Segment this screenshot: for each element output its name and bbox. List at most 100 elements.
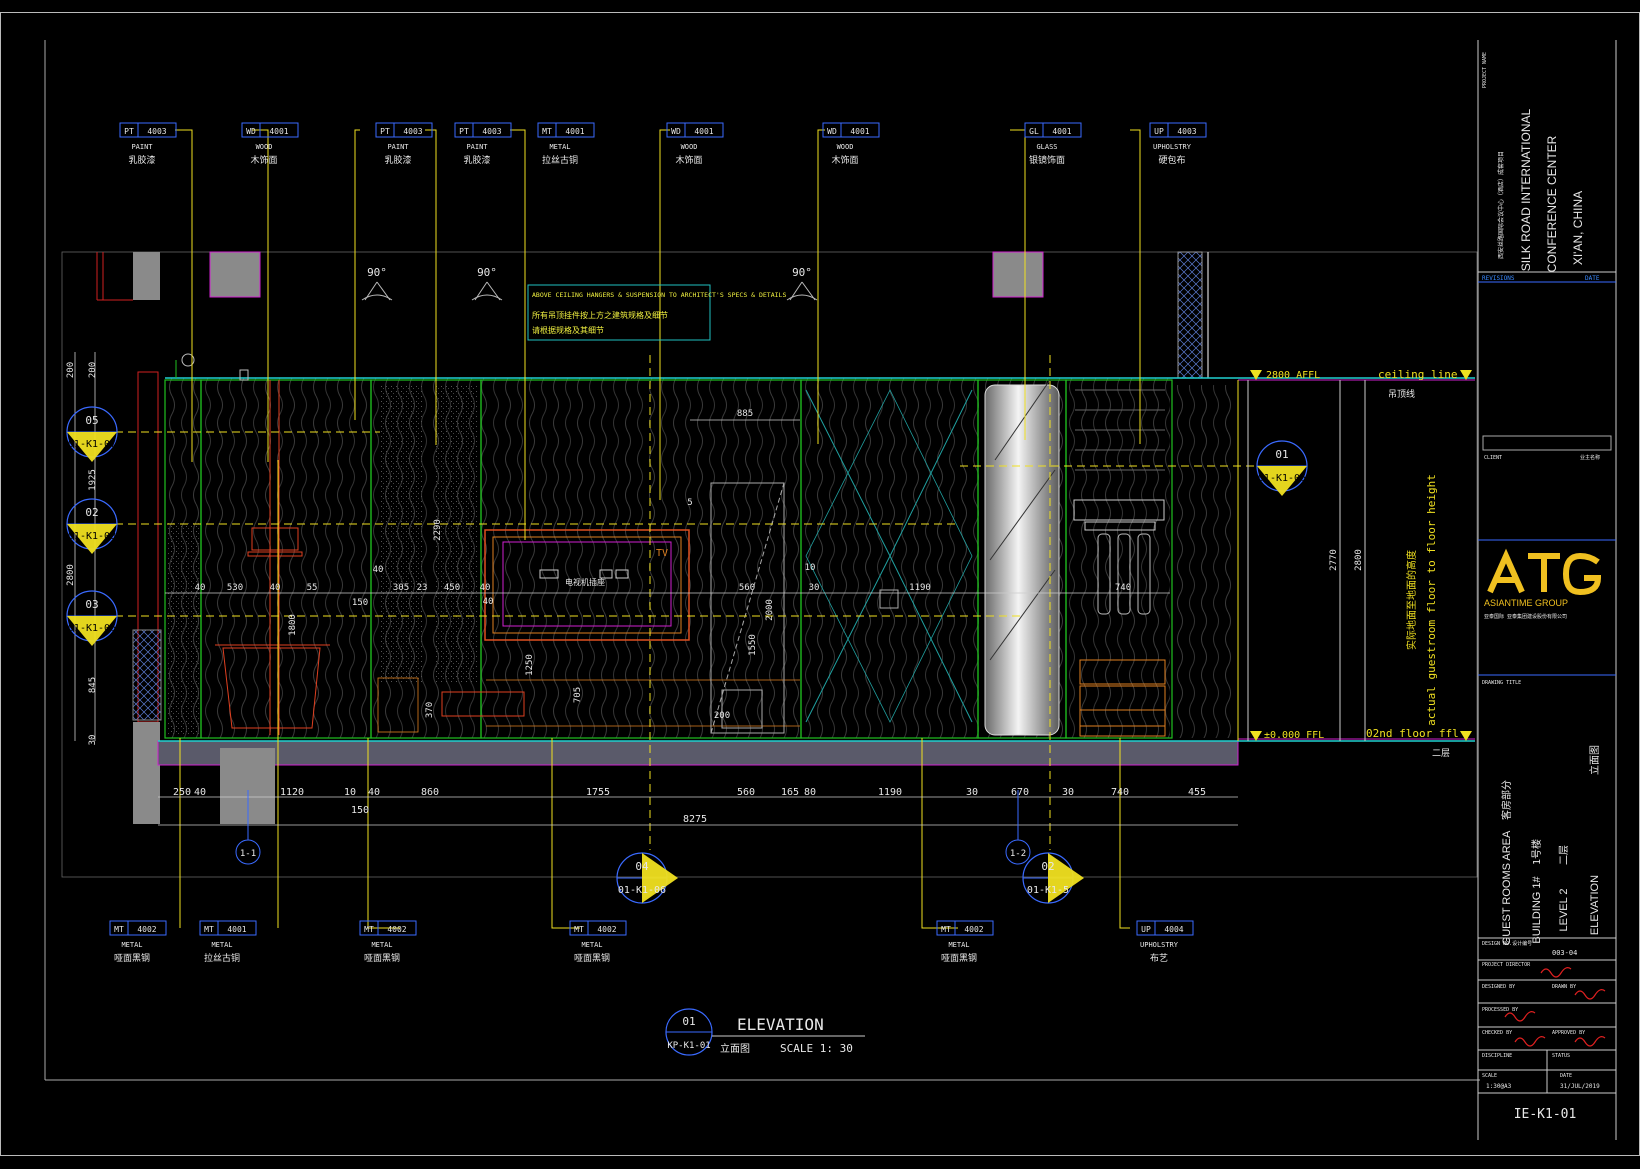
dimension-left: 2800	[66, 564, 76, 586]
dimension-inner: 55	[307, 583, 318, 593]
tag-code: UP	[1141, 925, 1151, 934]
tag-chinese: 硬包布	[1158, 154, 1185, 166]
left-column	[133, 252, 160, 300]
tag-chinese: 拉丝古铜	[542, 154, 578, 166]
dimension-inner: 40	[195, 583, 206, 593]
tag-code: GL	[1029, 127, 1039, 136]
signature-mark	[1574, 989, 1606, 1000]
tb-elevation-chinese: 立面图	[1588, 745, 1601, 775]
tag-code: UP	[1154, 127, 1164, 136]
tv-screen	[502, 541, 672, 627]
tv-socket-label: 电视机插座	[565, 577, 605, 587]
section-marker-arrow	[67, 432, 117, 462]
upholstery-slats	[1075, 385, 1165, 485]
dimension-bottom: 1190	[878, 787, 902, 798]
tag-chinese: 银镜饰面	[1029, 154, 1065, 166]
tb-area: GUEST ROOMS AREA	[1501, 830, 1513, 945]
tag-num-box	[684, 122, 724, 138]
section-marker-arrow	[642, 853, 678, 903]
tag-num-box	[1154, 920, 1194, 936]
signature-mark	[1540, 967, 1572, 978]
elevation-title: ELEVATION	[737, 1015, 824, 1034]
tag-number: 4001	[565, 127, 584, 136]
dimension-150: 150	[351, 805, 369, 816]
dimension-bottom: 740	[1111, 787, 1129, 798]
tag-category: WOOD	[256, 143, 273, 151]
tb-logo-chinese: 亚泰国际 亚泰集团建设股份有限公司	[1484, 613, 1567, 620]
axis-label: 1-2	[1010, 849, 1026, 859]
tb-scale-value: 1:30@A3	[1486, 1083, 1512, 1090]
column-block-2	[992, 251, 1044, 298]
tag-num-box	[954, 920, 994, 936]
tag-chinese: 哑面黑钢	[941, 952, 977, 964]
tag-num-box	[555, 122, 595, 138]
dimension-bottom: 40	[194, 787, 206, 798]
panel-upholstery	[1065, 379, 1173, 739]
tag-num-box	[377, 920, 417, 936]
dimension-inner: 560	[739, 583, 755, 593]
signature-mark	[1504, 1011, 1536, 1022]
tag-number: 4001	[1052, 127, 1071, 136]
tb-date-header: DATE	[1585, 275, 1600, 282]
tag-chinese: 哑面黑钢	[364, 952, 400, 964]
tag-category: GLASS	[1036, 143, 1057, 151]
tv-label: TV	[656, 548, 668, 559]
dimension-inner: 705	[573, 687, 583, 703]
tag-number: 4001	[269, 127, 288, 136]
tb-design-no: DESIGN NO.设计编号	[1482, 940, 1532, 947]
title-number: 01	[682, 1015, 695, 1028]
dimension-inner: 530	[227, 583, 243, 593]
dimension-bottom: 30	[966, 787, 978, 798]
dimension-inner: 1250	[525, 654, 535, 676]
tag-number: 4002	[137, 925, 156, 934]
tag-number: 4002	[964, 925, 983, 934]
section-marker-reference: 01-K1-07	[68, 439, 116, 450]
tag-number: 4004	[1164, 925, 1183, 934]
section-marker-arrow	[1257, 466, 1307, 496]
tag-num-box	[393, 122, 433, 138]
tag-category: METAL	[371, 941, 392, 949]
note-line: ABOVE CEILING HANGERS & SUSPENSION TO AR…	[532, 291, 786, 299]
dimension-inner: 5	[687, 498, 692, 508]
title-block	[1477, 40, 1617, 1140]
tag-code: PT	[459, 127, 469, 136]
tag-number: 4003	[1177, 127, 1196, 136]
tb-client: CLIENT	[1484, 455, 1502, 461]
dimension-bottom: 455	[1188, 787, 1206, 798]
tb-area-chinese: 客房部分	[1500, 780, 1513, 820]
dimension-left: 30	[88, 735, 98, 746]
ceiling-chinese: 吊顶线	[1388, 388, 1415, 400]
tag-number: 4003	[403, 127, 422, 136]
dimension-inner: 40	[480, 583, 491, 593]
tag-code: MT	[114, 925, 124, 934]
diamond-panel	[805, 389, 973, 723]
note-line: 所有吊顶挂件按上方之建筑规格及细节	[532, 310, 668, 320]
section-marker-arrow	[67, 524, 117, 554]
tb-client-chinese: 业主名称	[1580, 454, 1600, 461]
elevation-scale: SCALE 1: 30	[780, 1042, 853, 1055]
door-frame	[710, 482, 785, 734]
dimension-bottom: 10	[344, 787, 356, 798]
dimension-bottom: 250	[173, 787, 191, 798]
tag-num-box	[259, 122, 299, 138]
axis-circle	[235, 839, 261, 865]
axis-label: 1-1	[240, 849, 256, 859]
section-marker-number: 05	[85, 414, 98, 427]
tag-code: MT	[941, 925, 951, 934]
section-marker-reference: 01-K1-08	[68, 531, 116, 542]
tb-project-en1: SILK ROAD INTERNATIONAL	[1519, 108, 1533, 271]
dimension-bottom: 1120	[280, 787, 304, 798]
dimension-left: 200	[66, 362, 76, 378]
left-wall-hatch	[132, 629, 162, 721]
tag-number: 4003	[482, 127, 501, 136]
tag-number: 4001	[694, 127, 713, 136]
tag-category: PAINT	[387, 143, 409, 151]
tag-num-box	[137, 122, 177, 138]
tb-level-chinese: 二层	[1558, 845, 1570, 865]
tv-frame-inner	[492, 536, 682, 634]
dimension-bottom: 860	[421, 787, 439, 798]
tag-chinese: 拉丝古铜	[204, 952, 240, 964]
tb-discipline: DISCIPLINE	[1482, 1053, 1512, 1059]
dimension-inner: 885	[737, 409, 753, 419]
section-marker-reference: 01-K1-5	[1027, 885, 1069, 896]
